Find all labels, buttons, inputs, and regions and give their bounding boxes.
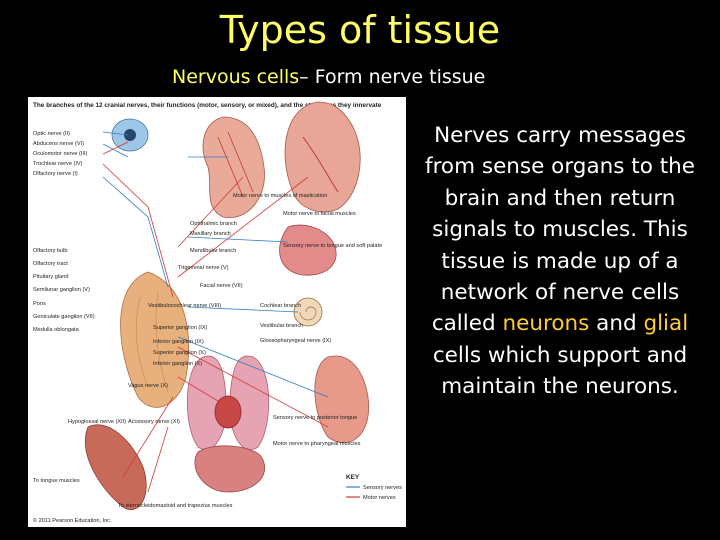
label-trochlear-nerve: Trochlear nerve (IV) bbox=[33, 161, 83, 167]
figure-caption: The branches of the 12 cranial nerves, t… bbox=[33, 102, 382, 109]
label-pituitary-gland: Pituitary gland bbox=[33, 274, 68, 280]
cranial-nerves-figure: The branches of the 12 cranial nerves, t… bbox=[28, 97, 406, 527]
sensory-nerve-lines bbox=[102, 131, 329, 398]
body-text-part-3: cells which support and maintain the neu… bbox=[432, 342, 688, 400]
label-motor-facial: Motor nerve to facial muscles bbox=[283, 211, 356, 217]
label-motor-mastication: Motor nerve to muscles of mastication bbox=[233, 193, 327, 199]
label-superior-ganglion-x: Superior ganglion (X) bbox=[153, 350, 206, 356]
label-facial-nerve: Facial nerve (VII) bbox=[200, 283, 243, 289]
key-title: KEY bbox=[346, 474, 360, 481]
body-text-part-2: and bbox=[589, 311, 644, 337]
body-paragraph: Nerves carry messages from sense organs … bbox=[414, 120, 706, 403]
label-maxillary-branch: Maxillary branch bbox=[190, 231, 231, 237]
label-optic-nerve: Optic nerve (II) bbox=[33, 131, 70, 137]
figure-copyright: © 2011 Pearson Education, Inc. bbox=[33, 517, 112, 524]
label-pons: Pons bbox=[33, 301, 46, 307]
body-text-part-1: Nerves carry messages from sense organs … bbox=[425, 123, 695, 337]
label-trigeminal-nerve: Trigeminal nerve (V) bbox=[178, 265, 229, 271]
label-accessory-nerve: Accessory nerve (XI) bbox=[128, 419, 180, 425]
label-vagus-nerve: Vagus nerve (X) bbox=[128, 383, 168, 389]
label-sensory-post-tongue: Sensory nerve to posterior tongue bbox=[273, 415, 357, 421]
label-olfactory-bulb: Olfactory bulb bbox=[33, 248, 68, 254]
term-neurons: neurons bbox=[502, 311, 590, 337]
label-medulla: Medulla oblongata bbox=[33, 327, 80, 333]
label-sensory-tongue: Sensory nerve to tongue and soft palate bbox=[283, 243, 382, 249]
heart-drawing bbox=[214, 395, 242, 429]
neck-muscle-drawing bbox=[85, 424, 147, 510]
label-semilunar-ganglion: Semilunar ganglion (V) bbox=[33, 287, 90, 293]
subtitle-rest: – Form nerve tissue bbox=[299, 66, 486, 88]
label-oculomotor-nerve: Oculomotor nerve (III) bbox=[33, 151, 88, 157]
label-hypoglossal-nerve: Hypoglossal nerve (XII) bbox=[68, 419, 126, 425]
label-motor-pharyngeal: Motor nerve to pharyngeal muscles bbox=[273, 441, 361, 447]
key-sensory: Sensory nerves bbox=[363, 485, 402, 491]
face-drawing bbox=[202, 116, 265, 219]
head-drawing bbox=[284, 101, 361, 213]
slide-title: Types of tissue bbox=[219, 8, 501, 52]
term-glial: glial bbox=[643, 311, 689, 337]
label-superior-ganglion-ix: Superior ganglion (IX) bbox=[153, 325, 208, 331]
label-geniculate-ganglion: Geniculate ganglion (VII) bbox=[33, 314, 95, 320]
brainstem-drawing bbox=[120, 271, 190, 408]
label-abducens-nerve: Abducens nerve (VI) bbox=[33, 141, 84, 147]
label-vestibulocochlear-nerve: Vestibulocochlear nerve (VIII) bbox=[148, 303, 221, 309]
stomach-drawing bbox=[194, 445, 266, 493]
subtitle-highlight: Nervous cells bbox=[172, 66, 300, 88]
throat-drawing bbox=[314, 355, 370, 443]
label-cochlear-branch: Cochlear branch bbox=[260, 303, 301, 309]
slide-subtitle: Nervous cells– Form nerve tissue bbox=[172, 66, 485, 88]
label-olfactory-nerve: Olfactory nerve (I) bbox=[33, 171, 78, 177]
label-inferior-ganglion-x: Inferior ganglion (X) bbox=[153, 361, 202, 367]
tongue-drawing bbox=[279, 224, 337, 276]
label-glossopharyngeal-nerve: Glossopharyngeal nerve (IX) bbox=[260, 338, 331, 344]
label-tongue-muscles: To tongue muscles bbox=[33, 478, 80, 484]
key-motor: Motor nerves bbox=[363, 495, 396, 501]
label-olfactory-tract: Olfactory tract bbox=[33, 261, 68, 267]
motor-nerve-lines bbox=[102, 141, 329, 493]
label-ophthalmic-branch: Ophthalmic branch bbox=[190, 221, 237, 227]
cranial-nerves-illustration: The branches of the 12 cranial nerves, t… bbox=[33, 101, 402, 524]
label-sternocleidomastoid: To sternocleidomastoid and trapezius mus… bbox=[118, 503, 233, 509]
label-vestibular-branch: Vestibular branch bbox=[260, 323, 303, 329]
label-inferior-ganglion-ix: Inferior ganglion (IX) bbox=[153, 339, 204, 345]
label-mandibular-branch: Mandibular branch bbox=[190, 248, 236, 254]
